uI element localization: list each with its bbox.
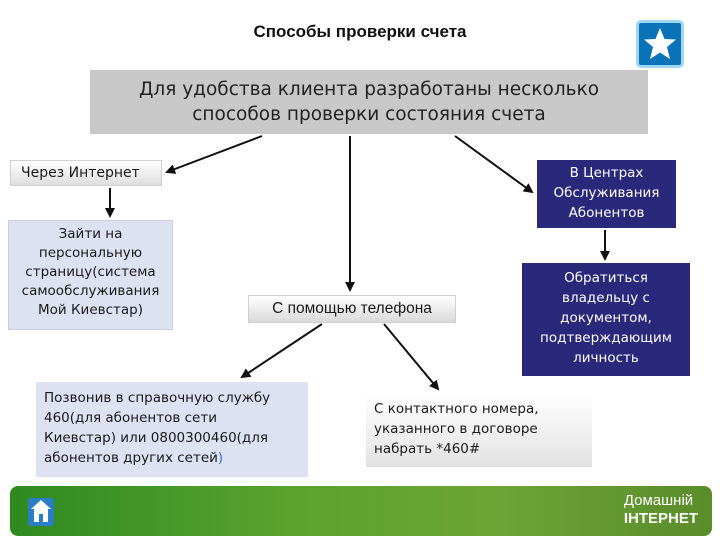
via-internet-box: Через Интернет: [10, 160, 162, 186]
visit-page-line: Зайти на: [58, 226, 123, 242]
call-service-line: 460(для абонентов сети: [44, 410, 217, 426]
call-service-closing-paren: ): [217, 450, 224, 466]
visit-page-line: страницу(система: [25, 264, 156, 280]
service-centers-line: Абонентов: [568, 205, 645, 221]
contact-owner-line: подтверждающим: [540, 330, 672, 346]
intro-line-2: способов проверки состояния счета: [192, 104, 546, 125]
arrow-to-call-service: [240, 323, 323, 379]
by-phone-label: С помощью телефона: [272, 300, 432, 317]
footer-brand-line-2: ІНТЕРНЕТ: [623, 510, 698, 527]
via-internet-label: Через Интернет: [21, 165, 140, 181]
from-number-line: С контактного номера,: [374, 401, 539, 417]
page-title: Способы проверки счета: [253, 22, 467, 41]
footer-home-icon: [28, 498, 54, 526]
arrow-to-centers: [454, 135, 534, 194]
call-service-line: абонентов других сетей): [44, 448, 300, 468]
footer-brand-line-1: Домашній: [623, 492, 694, 509]
service-centers-box: В Центрах Обслуживания Абонентов: [537, 160, 676, 228]
contact-owner-line: Обратиться: [564, 270, 648, 286]
call-service-line-text: абонентов других сетей: [44, 450, 218, 466]
service-centers-line: В Центрах: [569, 165, 644, 181]
footer-brand: Домашній ІНТЕРНЕТ: [624, 492, 698, 528]
call-service-line: Киевстар) или 0800300460(для: [44, 430, 269, 446]
call-service-line: Позвонив в справочную службу: [44, 390, 271, 406]
contact-owner-box: Обратиться владельцу с документом, подтв…: [522, 263, 690, 376]
visit-page-line: самообслуживания: [21, 283, 160, 299]
call-service-box: Позвонив в справочную службу 460(для або…: [36, 382, 308, 477]
arrow-to-from-number: [383, 323, 440, 391]
intro-line-1: Для удобства клиента разработаны несколь…: [138, 79, 600, 100]
intro-box: Для удобства клиента разработаны несколь…: [90, 70, 648, 134]
visit-page-box: Зайти на персональную страницу(система с…: [8, 220, 173, 330]
visit-page-line: персональную: [38, 245, 143, 261]
contact-owner-line: владельцу с: [562, 290, 650, 306]
from-number-line: набрать *460#: [374, 441, 481, 457]
contact-owner-line: личность: [573, 350, 639, 366]
footer-bar: Домашній ІНТЕРНЕТ: [10, 486, 712, 536]
star-icon: [644, 28, 676, 59]
visit-page-line: Мой Киевстар): [38, 302, 143, 318]
service-centers-line: Обслуживания: [553, 185, 660, 201]
star-badge: [636, 20, 684, 68]
arrow-to-internet: [165, 135, 263, 174]
contact-owner-line: документом,: [560, 310, 652, 326]
from-number-line: указанного в договоре: [374, 421, 538, 437]
from-number-box: С контактного номера, указанного в догов…: [366, 393, 592, 467]
by-phone-box: С помощью телефона: [248, 295, 456, 323]
